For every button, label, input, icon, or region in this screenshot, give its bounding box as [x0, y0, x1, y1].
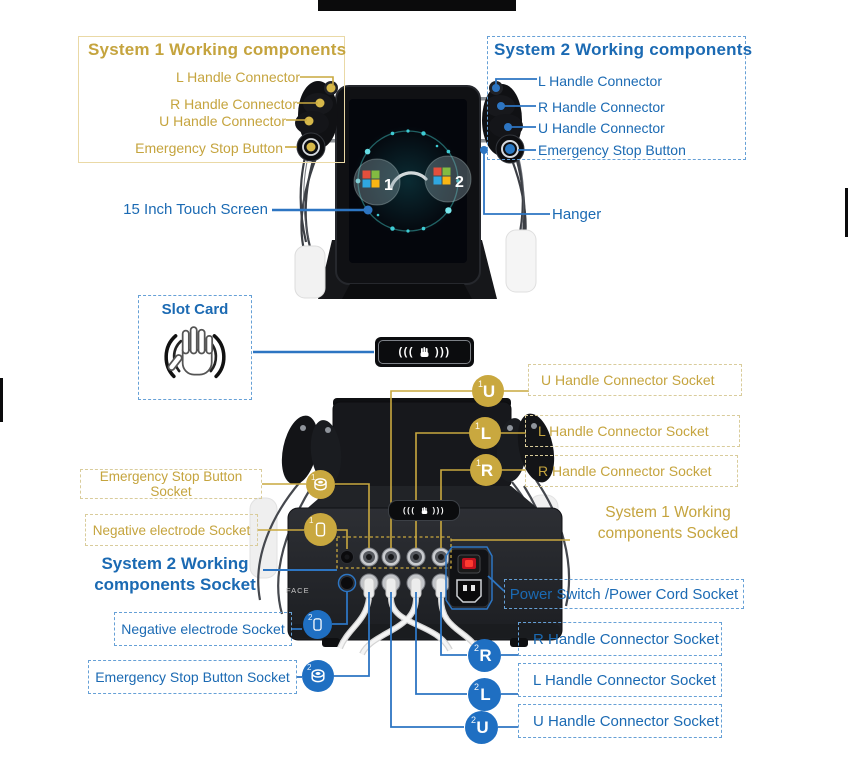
system1-l-socket-label: L Handle Connector Socket [525, 415, 740, 447]
u-handle-connector-dot [304, 116, 314, 126]
electrode-pad [249, 497, 278, 579]
system2-r-socket-label: R Handle Connector Socket [518, 622, 722, 656]
socket-row-system1 [340, 547, 451, 567]
system2-emergency-socket-label: Emergency Stop Button Socket [88, 660, 297, 694]
system1-emergency-stop [296, 132, 326, 162]
screen-badge-1-number: 1 [384, 177, 393, 194]
electrode-pad-icon: 2 [303, 610, 332, 639]
slot-card-title: Slot Card [161, 301, 229, 318]
back-handles-right [496, 413, 555, 483]
system2-screen-badge: 2 [424, 155, 472, 203]
top-crop-bar [318, 0, 516, 11]
system1-group-socket-label: System 1 Working components Socked [597, 504, 739, 542]
socket-row-system2 [340, 573, 451, 599]
system1-socket-outline [336, 536, 452, 569]
system1-l-handle-label: L Handle Connector [175, 69, 300, 85]
system1-r-socket-label: R Handle Connector Socket [525, 455, 738, 487]
screen-badge-2-number: 2 [455, 174, 464, 191]
system2-panel-title: System 2 Working components [494, 40, 753, 59]
screen-graphic: 1 2 [353, 126, 472, 236]
monitor-stand [342, 284, 472, 299]
left-crop-bar [0, 378, 3, 422]
hand-scan-icon [164, 326, 226, 379]
hanger-label: Hanger [552, 206, 602, 223]
system1-panel-title: System 1 Working components [88, 40, 347, 59]
reader-waves-right: ))) [435, 346, 451, 358]
system1-emergency-socket-label: Emergency Stop Button Socket [80, 469, 262, 499]
machine-back-view [249, 398, 571, 657]
system2-l-handle-label: L Handle Connector [538, 73, 663, 89]
emergency-stop-icon: 2 [302, 660, 334, 692]
power-cord-socket [456, 579, 482, 603]
blue-anchor-dots [363, 84, 512, 215]
hanger-anchor-dot [480, 146, 488, 154]
power-module [448, 548, 490, 608]
hand-icon [420, 347, 429, 357]
system2-r-handle-label: R Handle Connector [538, 99, 665, 115]
socket-ring-annotation [337, 573, 357, 593]
foot [322, 638, 340, 647]
power-module-outline [445, 546, 493, 610]
system1-handles [295, 81, 338, 162]
back-handles-left [281, 415, 342, 485]
system2-u-handle-label: U Handle Connector [538, 120, 665, 136]
system2-emergency-stop [495, 134, 525, 164]
system2-emergency-stop-label: Emergency Stop Button [538, 142, 686, 158]
plugs [363, 577, 447, 599]
electrode-pad-icon: 1 [304, 513, 337, 546]
electrode-pad [294, 245, 326, 299]
system2-group-socket-label: System 2 Working components Socket [94, 554, 256, 594]
power-socket-label: Power Switch /Power Cord Socket [504, 579, 744, 609]
right-crop-bar [845, 188, 848, 237]
reader-waves-left: ((( [398, 346, 414, 358]
emergency-stop-icon: 1 [306, 470, 335, 499]
system1-emergency-stop-label: Emergency Stop Button [135, 140, 283, 156]
windows-logo-icon [362, 170, 380, 188]
card-reader-frame [378, 340, 471, 364]
system2-handles [482, 81, 525, 164]
machine-front-view: 1 2 [294, 81, 537, 299]
card-reader: ((( ))) [375, 337, 474, 367]
system2-l-socket-label: L Handle Connector Socket [518, 663, 722, 697]
foot [510, 638, 528, 647]
windows-logo-icon [433, 167, 451, 185]
system2-negative-socket-label: Negative electrode Socket [114, 612, 292, 646]
touch-screen-label: 15 Inch Touch Screen [123, 201, 268, 218]
reader-waves-left: ((( [403, 506, 416, 515]
system2-pointer-lines [253, 78, 550, 728]
loading-arc [389, 171, 428, 190]
hand-icon [421, 507, 427, 514]
r-handle-connector-dot [315, 98, 325, 108]
electrode-pad [505, 229, 537, 293]
system1-r-handle-label: R Handle Connector [170, 96, 297, 112]
system2-u-socket-label: U Handle Connector Socket [518, 704, 722, 738]
system1-u-socket-label: U Handle Connector Socket [528, 364, 742, 396]
system1-components-panel [78, 36, 345, 163]
back-shoulder [303, 486, 542, 512]
slot-card-panel [138, 295, 252, 400]
system1-screen-badge: 1 [353, 158, 401, 206]
watermark: FACE [286, 586, 310, 595]
system2-components-panel [487, 36, 746, 160]
reader-waves-right: ))) [432, 506, 445, 515]
card-reader-back: ((( ))) [388, 500, 460, 521]
touch-screen-anchor-dot [363, 205, 373, 215]
system1-negative-socket-label: Negative electrode Socket [85, 514, 258, 546]
system1-u-handle-label: U Handle Connector [159, 113, 286, 129]
